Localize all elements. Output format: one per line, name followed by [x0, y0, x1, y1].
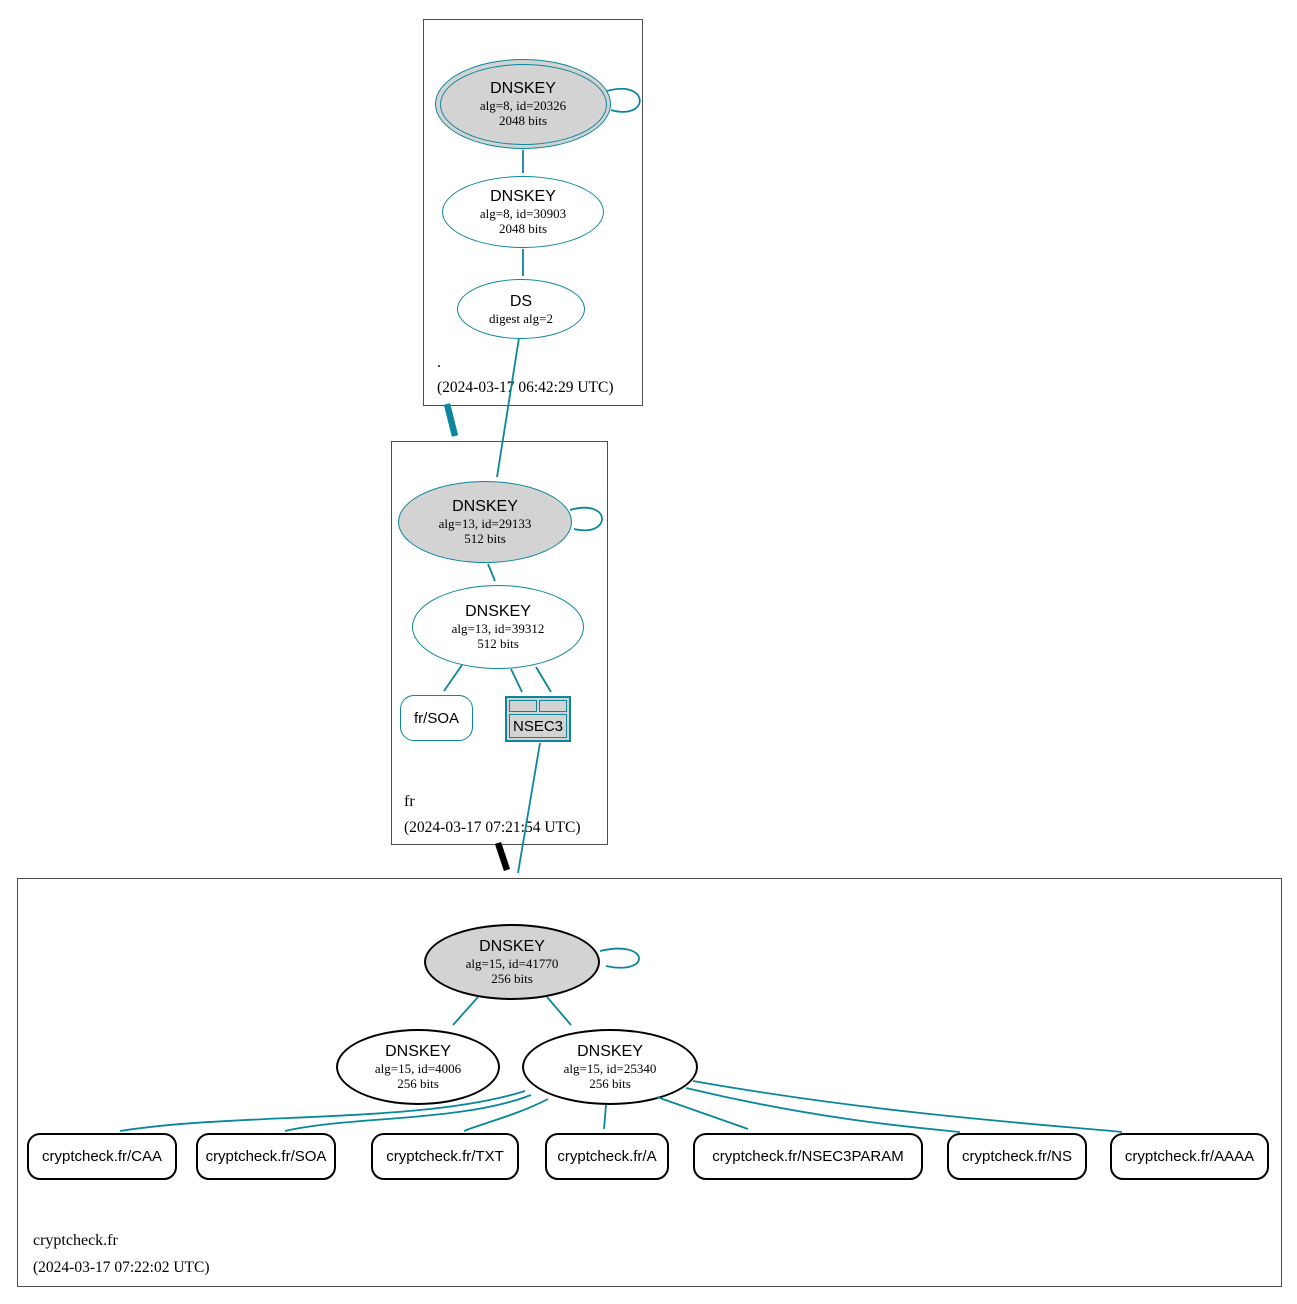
nsec3-cell-left: [509, 700, 537, 712]
rrset-label: cryptcheck.fr/TXT: [386, 1148, 504, 1165]
zone-label-root: .: [437, 354, 441, 371]
dnskey-cryptcheck-zsk-25340: DNSKEY alg=15, id=25340 256 bits: [522, 1029, 698, 1105]
nsec3-cells: [509, 700, 567, 712]
node-bits: 256 bits: [397, 1076, 439, 1091]
dnskey-fr-ksk: DNSKEY alg=13, id=29133 512 bits: [398, 481, 572, 563]
node-attrs: alg=15, id=25340: [563, 1061, 657, 1076]
node-title: DNSKEY: [385, 1043, 451, 1060]
dnskey-root-zsk: DNSKEY alg=8, id=30903 2048 bits: [442, 176, 604, 248]
nsec3-node: NSEC3: [505, 696, 571, 742]
rrset-fr-soa: fr/SOA: [400, 695, 473, 741]
node-bits: 2048 bits: [498, 221, 548, 236]
zone-timestamp-cryptcheck: (2024-03-17 07:22:02 UTC): [33, 1259, 210, 1276]
rrset-txt: cryptcheck.fr/TXT: [371, 1133, 519, 1180]
rrset-label: cryptcheck.fr/NS: [961, 1148, 1073, 1165]
zone-timestamp-root: (2024-03-17 06:42:29 UTC): [437, 379, 614, 396]
node-bits: 512 bits: [477, 636, 519, 651]
node-title: DNSKEY: [452, 498, 518, 515]
node-title: DNSKEY: [577, 1043, 643, 1060]
node-attrs: alg=15, id=41770: [465, 956, 559, 971]
ds-root: DS digest alg=2: [457, 279, 585, 339]
node-title: DNSKEY: [465, 603, 531, 620]
rrset-label: cryptcheck.fr/A: [557, 1148, 657, 1165]
node-attrs: digest alg=2: [488, 310, 554, 326]
rrset-soa: cryptcheck.fr/SOA: [196, 1133, 336, 1180]
nsec3-cell-right: [539, 700, 567, 712]
rrset-ns: cryptcheck.fr/NS: [947, 1133, 1087, 1180]
node-attrs: alg=13, id=39312: [451, 621, 545, 636]
rrset-label: cryptcheck.fr/AAAA: [1124, 1148, 1255, 1165]
rrset-label: fr/SOA: [413, 709, 459, 727]
rrset-label: cryptcheck.fr/NSEC3PARAM: [712, 1148, 904, 1165]
edge-delegation-root-to-fr: [443, 403, 459, 437]
rrset-label: cryptcheck.fr/CAA: [41, 1148, 163, 1165]
zone-box-root: [423, 19, 643, 406]
rrset-nsec3param: cryptcheck.fr/NSEC3PARAM: [693, 1133, 923, 1180]
zone-label-cryptcheck: cryptcheck.fr: [33, 1232, 118, 1249]
node-attrs: alg=8, id=30903: [479, 206, 567, 221]
node-bits: 512 bits: [464, 531, 506, 546]
dnskey-fr-zsk: DNSKEY alg=13, id=39312 512 bits: [412, 585, 584, 669]
node-title: DNSKEY: [490, 188, 556, 205]
node-title: DS: [509, 292, 533, 310]
rrset-a: cryptcheck.fr/A: [545, 1133, 669, 1180]
zone-box-cryptcheck: [17, 878, 1282, 1287]
node-title: DNSKEY: [490, 80, 556, 97]
nsec3-label: NSEC3: [509, 714, 567, 738]
rrset-aaaa: cryptcheck.fr/AAAA: [1110, 1133, 1269, 1180]
node-bits: 256 bits: [589, 1076, 631, 1091]
node-attrs: alg=8, id=20326: [479, 98, 567, 113]
dnskey-root-ksk: DNSKEY alg=8, id=20326 2048 bits: [435, 59, 611, 149]
zone-label-fr: fr: [404, 793, 415, 810]
node-bits: 2048 bits: [498, 113, 548, 128]
dnskey-cryptcheck-ksk: DNSKEY alg=15, id=41770 256 bits: [424, 924, 600, 1000]
node-attrs: alg=13, id=29133: [438, 516, 532, 531]
zone-timestamp-fr: (2024-03-17 07:21:54 UTC): [404, 819, 581, 836]
node-title: DNSKEY: [479, 938, 545, 955]
node-bits: 256 bits: [491, 971, 533, 986]
edge-delegation-fr-to-cryptcheck: [494, 841, 511, 872]
rrset-label: cryptcheck.fr/SOA: [205, 1148, 327, 1165]
dnskey-cryptcheck-zsk-4006: DNSKEY alg=15, id=4006 256 bits: [336, 1029, 500, 1105]
rrset-caa: cryptcheck.fr/CAA: [27, 1133, 177, 1180]
node-attrs: alg=15, id=4006: [374, 1061, 462, 1076]
